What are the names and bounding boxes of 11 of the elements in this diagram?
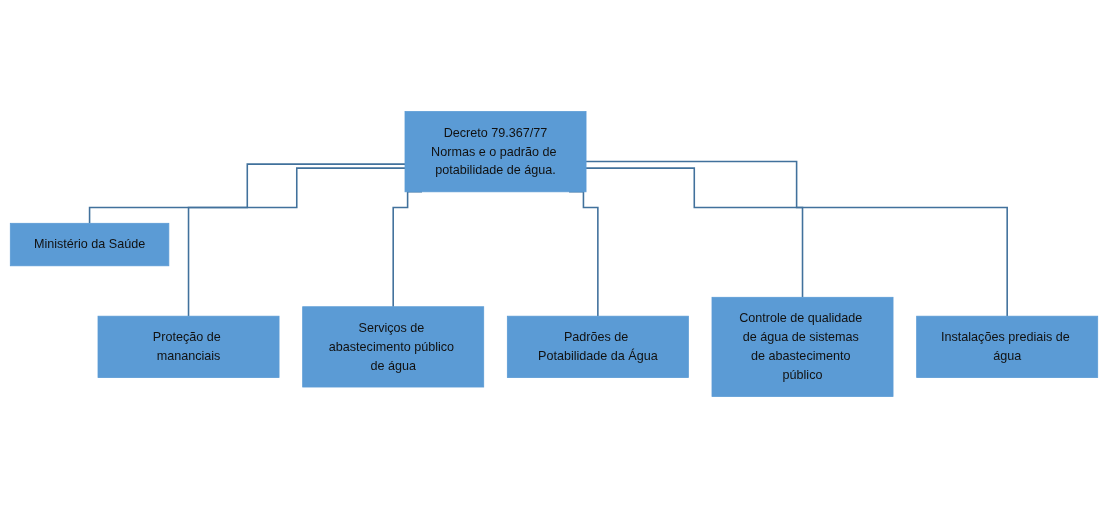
connector: [584, 166, 803, 298]
connector: [187, 166, 406, 317]
node-box: Padrões de Potabilidade da Água: [506, 315, 689, 378]
node-box: Instalações prediais de água: [915, 315, 1098, 378]
connector: [88, 162, 406, 224]
node-box: Proteção de mananciais: [97, 315, 279, 378]
node-box: Ministério da Saúde: [9, 222, 169, 266]
node-box: Decreto 79.367/77 Normas e o padrão de potabilidade de água.: [404, 110, 586, 192]
connector: [584, 160, 1008, 317]
node-box: Controle de qualidade de água de sistemas de abastecimento público: [711, 296, 893, 397]
node-box: Serviços de abastecimento público de água: [301, 305, 484, 387]
